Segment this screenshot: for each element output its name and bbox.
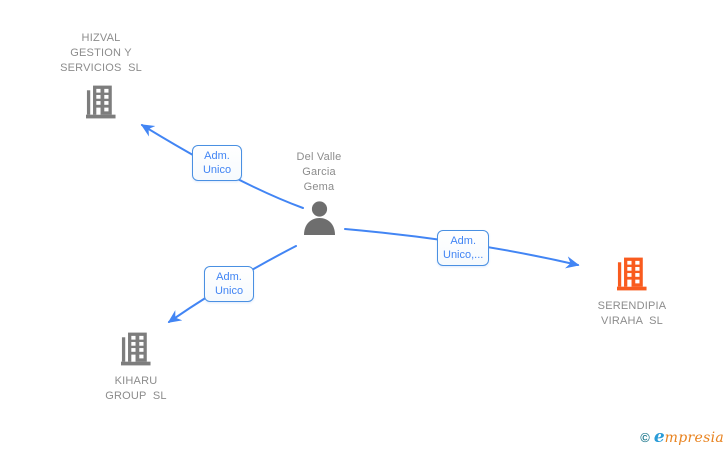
empresia-logo-e: e [653,427,665,447]
node-kiharu-group[interactable]: KIHARU GROUP SL [66,331,206,404]
node-person-del-valle-garcia-gema[interactable]: Del Valle Garcia Gema [249,150,389,235]
company-name: HIZVAL GESTION Y SERVICIOS SL [60,32,142,74]
node-hizval-gestion-y-servicios[interactable]: HIZVAL GESTION Y SERVICIOS SL [31,31,171,119]
node-serendipia-viraha[interactable]: SERENDIPIA VIRAHA SL [562,256,702,329]
empresia-watermark: © empresia [640,427,724,447]
company-name: KIHARU GROUP SL [105,375,167,402]
company-name: SERENDIPIA VIRAHA SL [597,300,667,327]
copyright-symbol: © [640,430,650,445]
edge-label-adm-unico-kiharu: Adm. Unico [204,266,254,302]
building-icon [617,257,647,291]
person-icon [303,201,335,235]
building-icon [121,332,151,366]
edge-label-adm-unico-hizval: Adm. Unico [192,145,242,181]
person-name: Del Valle Garcia Gema [296,151,342,193]
building-icon [86,85,116,119]
edge-label-adm-unico-serendipia: Adm. Unico,... [437,230,490,266]
empresia-logo-rest: mpresia [664,430,724,446]
empresia-logo: empresia [654,427,724,447]
